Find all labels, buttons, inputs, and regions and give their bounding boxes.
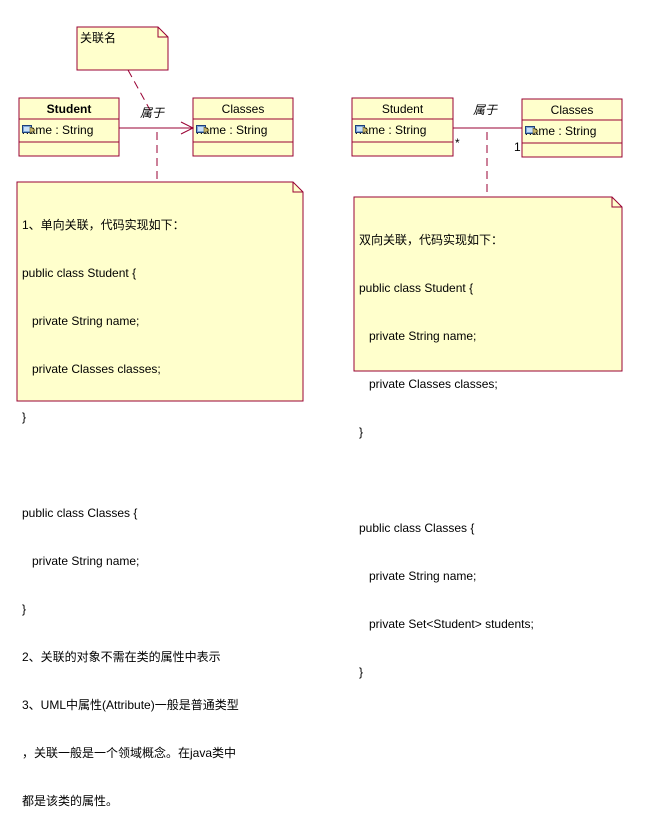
attribute-icon [22,125,36,134]
note-line: } [359,425,364,439]
note-line: 双向关联，代码实现如下： [359,233,504,247]
note-assoc-name-text: 关联名 [80,31,117,45]
class-name-classes-left: Classes [221,102,265,116]
note-left-shape [16,181,304,402]
attribute-text: name : String [196,123,268,137]
note-line: } [359,665,364,679]
attribute-text: name : String [525,124,597,138]
note-right-shape [353,196,623,372]
note-line: private Classes classes; [359,377,498,391]
note-left-text: 1、单向关联，代码实现如下： public class Student { pr… [22,185,239,826]
class-box-classes-right [521,98,623,158]
association-label-right: 属于 [473,103,498,117]
note-line: 都是该类的属性。 [22,794,119,808]
class-attribute-student-right: name : String [355,123,426,137]
note-anchor-top [127,69,151,111]
note-line: private Set<Student> students; [359,617,534,631]
attribute-text: name : String [22,123,94,137]
note-line: ，关联一般是一个领域概念。在java类中 [22,746,237,760]
note-assoc-name-shape [76,26,169,71]
arrowhead-left [180,121,195,135]
note-line: private String name; [22,314,140,328]
multiplicity-classes: 1 [514,140,521,154]
note-line: private String name; [359,329,477,343]
class-name-student-left: Student [46,102,92,116]
class-name-student-right: Student [381,102,424,116]
attribute-icon [355,125,369,134]
note-line: } [22,602,27,616]
class-box-student-right [351,97,454,157]
note-line: private String name; [22,554,140,568]
class-attribute-classes-left: name : String [196,123,267,137]
class-box-classes-left [192,97,294,157]
note-line [22,457,239,473]
attribute-icon [196,125,210,134]
note-line: public class Classes { [22,506,138,520]
multiplicity-student: * [455,136,460,150]
association-label-left: 属于 [140,106,165,120]
note-line: public class Student { [359,281,474,295]
class-attribute-student-left: name : String [22,123,93,137]
note-line: private Classes classes; [22,362,161,376]
diagram-lines [16,26,623,402]
note-line [359,472,534,488]
note-line: } [22,410,27,424]
class-attribute-classes-right: name : String [525,124,596,138]
note-line: 3、UML中属性(Attribute)一般是普通类型 [22,698,239,712]
note-line: public class Student { [22,266,137,280]
note-line: 2、关联的对象不需在类的属性中表示 [22,650,221,664]
note-line: private String name; [359,569,477,583]
class-name-classes-right: Classes [550,103,594,117]
attribute-text: name : String [355,123,427,137]
note-line: 1、单向关联，代码实现如下： [22,218,185,232]
uml-canvas: 关联名 Student name : String Classes name :… [16,26,623,808]
attribute-icon [525,126,539,135]
note-right-text: 双向关联，代码实现如下： public class Student { priv… [359,200,534,712]
note-line: public class Classes { [359,521,475,535]
class-box-student-left [18,97,120,157]
